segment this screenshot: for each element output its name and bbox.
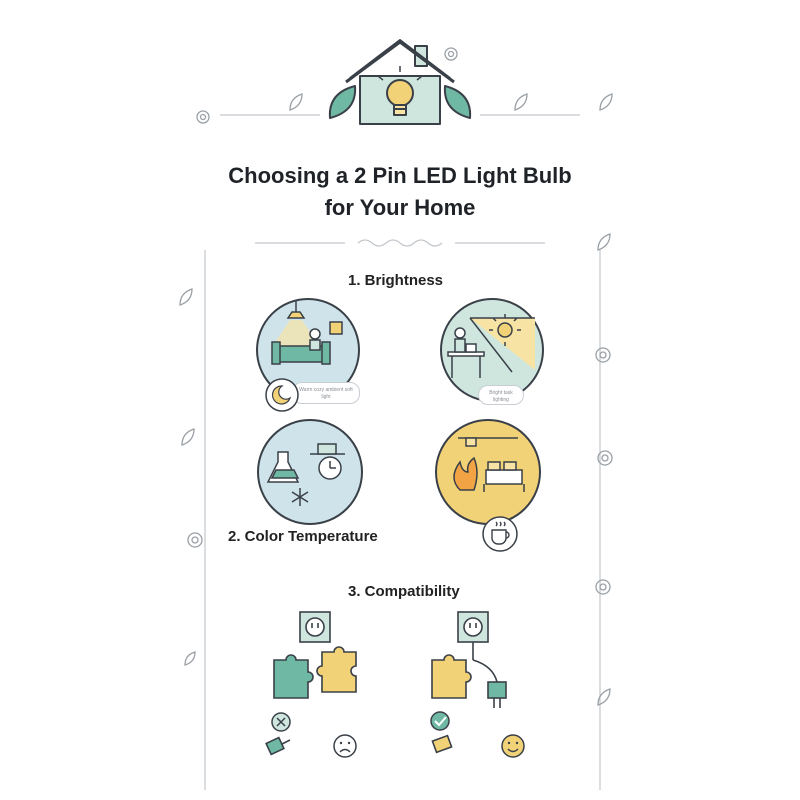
section-compatibility-heading: 3. Compatibility	[348, 583, 460, 600]
section-color-temperature-heading: 2. Color Temperature	[228, 528, 378, 545]
title-line-2: for Your Home	[324, 195, 476, 220]
bright-caption: Bright task lighting	[478, 385, 524, 405]
title-line-1: Choosing a 2 Pin LED Light Bulb	[228, 163, 572, 188]
dim-caption: Warm cozy ambient soft light	[292, 382, 360, 404]
page-title: Choosing a 2 Pin LED Light Bulb for Your…	[150, 160, 650, 224]
section-brightness-heading: 1. Brightness	[348, 272, 444, 289]
